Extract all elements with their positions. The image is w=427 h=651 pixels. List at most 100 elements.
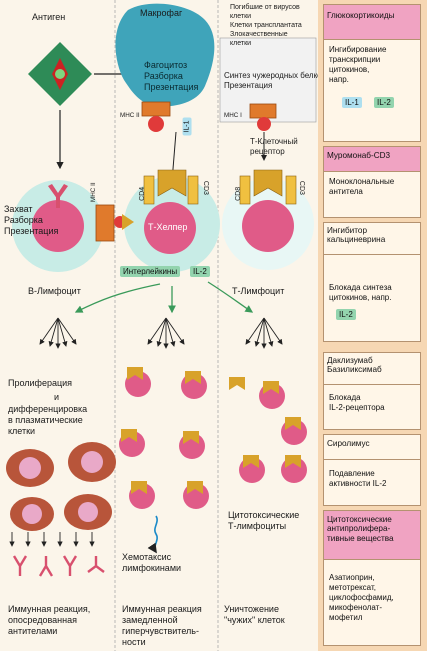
synthesis-label: Синтез чужеродных белков xyxy=(224,71,326,80)
receptor-label: Т-Клеточный xyxy=(250,137,298,146)
macrophage-step: Разборка xyxy=(144,71,183,81)
panel-body: микофенолат- xyxy=(329,603,382,612)
panel-title-line: тивные вещества xyxy=(327,533,394,543)
infected-label: Погибшие от вирусов xyxy=(230,4,300,11)
b-cell xyxy=(12,180,104,272)
left-outcome-label: Иммунная реакция, xyxy=(8,604,91,614)
receptor-icon xyxy=(285,417,301,430)
cd4-label: CD4 xyxy=(139,186,147,201)
receptor-icon xyxy=(285,455,301,468)
and-label: и xyxy=(54,392,60,402)
b-cell-label: В-Лимфоцит xyxy=(28,286,81,296)
middle-outcome-label: ности xyxy=(122,637,146,647)
panel-body: цитокинов, xyxy=(329,65,370,74)
receptor-icon xyxy=(121,429,137,442)
infected-label: Злокачественные xyxy=(230,31,288,38)
cd8-label: CD8 xyxy=(235,186,243,201)
panel-body: транскрипции xyxy=(329,55,381,64)
drug-panel: Даклизумаб Базиликсимаб Блокада IL-2-рец… xyxy=(323,352,421,430)
mhc2-label: MHC II xyxy=(120,112,140,119)
cytotoxic-label: Т-лимфоциты xyxy=(228,521,287,531)
panel-title: Даклизумаб Базиликсимаб xyxy=(324,353,420,385)
receptor-icon xyxy=(243,455,259,468)
macrophage-label: Макрофаг xyxy=(140,8,183,18)
middle-outcome-label: Иммунная реакция xyxy=(122,604,202,614)
synthesis-label: Презентация xyxy=(224,81,273,90)
middle-outcome-label: гиперчувствитель- xyxy=(122,626,199,636)
t-lymphocyte xyxy=(222,169,314,270)
capture-label: Разборка xyxy=(4,215,43,225)
macrophage-step: Фагоцитоз xyxy=(144,60,188,70)
arrow xyxy=(74,283,161,313)
capture-label: Захват xyxy=(4,204,33,214)
panel-body: Моноклональные xyxy=(329,177,395,186)
panel-body: Азатиоприн, xyxy=(329,573,375,582)
antigen-label: Антиген xyxy=(32,12,66,22)
receptor-icon xyxy=(229,377,245,390)
receptor-icon xyxy=(263,381,279,394)
mhc2-label: MHC II xyxy=(90,182,97,202)
cd3-label: CD3 xyxy=(297,180,305,195)
drug-panel: Ингибитор кальциневрина Блокада синтеза … xyxy=(323,222,421,342)
right-outcome-label: Уничтожение xyxy=(224,604,279,614)
macrophage-step: Презентация xyxy=(144,82,199,92)
panel-title: Сиролимус xyxy=(324,435,420,460)
panel-title-line: антипролифера- xyxy=(327,524,391,534)
receptor-icon xyxy=(127,367,143,380)
proliferation-label: Пролиферация xyxy=(8,378,73,388)
panel-body: IL-2-рецептора xyxy=(329,403,385,412)
il2-tag: IL-2 xyxy=(374,97,394,108)
cytotoxic-label: Цитотоксические xyxy=(228,510,300,520)
proliferation-arrows xyxy=(39,317,283,349)
t-helper-label: Т-Хелпер xyxy=(148,222,188,232)
panel-title: Муромонаб-CD3 xyxy=(324,147,420,172)
panel-body: Блокада синтеза xyxy=(329,283,392,292)
panel-title: Цитотоксические антипролифера- тивные ве… xyxy=(324,511,420,560)
antigen-peptide xyxy=(257,117,271,131)
antibodies xyxy=(12,555,105,577)
panel-body: циклофосфамид, xyxy=(329,593,394,602)
panel-title-line: Даклизумаб xyxy=(327,356,373,365)
receptor-icon xyxy=(183,431,199,444)
plasma-cells xyxy=(6,442,116,531)
right-outcome-label: "чужих" клеток xyxy=(224,615,285,625)
antigen-icon xyxy=(28,42,92,106)
il2-tag: IL-2 xyxy=(336,309,356,320)
il2-tag: IL-2 xyxy=(190,266,210,277)
differentiation-label: клетки xyxy=(8,426,36,436)
infected-label: клетки xyxy=(230,13,252,20)
receptor-icon xyxy=(185,371,201,384)
drug-panel: Сиролимус Подавление активности IL-2 xyxy=(323,434,421,506)
drug-panel: Цитотоксические антипролифера- тивные ве… xyxy=(323,510,421,646)
macrophage-icon xyxy=(115,3,215,107)
middle-outcome-label: замедленной xyxy=(122,615,178,625)
receptor-icon xyxy=(187,481,203,494)
capture-label: Презентация xyxy=(4,226,59,236)
mhc1-label: MHC I xyxy=(224,112,242,119)
cd3-label: CD3 xyxy=(201,180,209,195)
left-outcome-label: опосредованная xyxy=(8,615,77,625)
chemotaxis-label: Хемотаксис xyxy=(122,552,172,562)
panel-body: антитела xyxy=(329,187,363,196)
panel-title: Ингибитор кальциневрина xyxy=(324,223,420,255)
left-outcome-label: антителами xyxy=(8,626,58,636)
t-lymphocyte-label: Т-Лимфоцит xyxy=(232,286,285,296)
panel-body: метотрексат, xyxy=(329,583,376,592)
mhc2-receptor-macrophage xyxy=(141,101,171,117)
chemotaxis-label: лимфокинами xyxy=(122,563,182,573)
antigen-peptide xyxy=(148,116,164,132)
infected-label: Клетки трансплантата xyxy=(230,22,302,29)
panel-body: активности IL-2 xyxy=(329,479,387,488)
panel-body: Ингибирование xyxy=(329,45,387,54)
panel-body: напр. xyxy=(329,75,349,84)
panel-title-line: Цитотоксические xyxy=(327,515,392,524)
panel-title-line: кальциневрина xyxy=(327,235,386,245)
interleukins-tag: Интерлейкины xyxy=(120,266,181,277)
panel-title: Глюкокортикоиды xyxy=(324,5,420,40)
panel-title-line: Базиликсимаб xyxy=(327,365,382,375)
drug-panel: Глюкокортикоиды Ингибирование транскрипц… xyxy=(323,4,421,142)
arrow xyxy=(207,281,254,313)
panel-body: Подавление xyxy=(329,469,375,478)
